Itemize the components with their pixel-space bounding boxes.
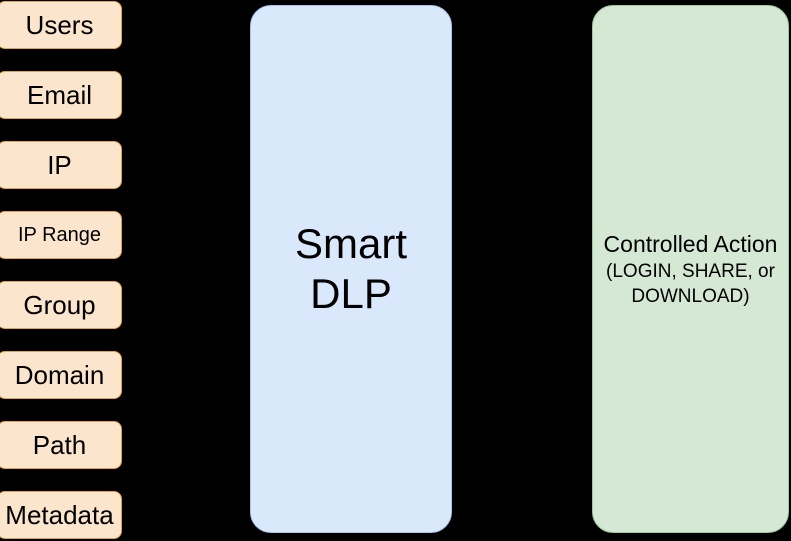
- controlled-action-subtitle-line1: (LOGIN, SHARE, or: [606, 261, 775, 283]
- controlled-action-text-group: Controlled Action (LOGIN, SHARE, or DOWN…: [593, 230, 788, 309]
- attribute-box-metadata[interactable]: Metadata: [0, 491, 122, 539]
- attribute-label: Email: [26, 80, 92, 110]
- attribute-box-path[interactable]: Path: [0, 421, 122, 469]
- smart-dlp-title-line1: Smart: [294, 220, 407, 268]
- smart-dlp-panel[interactable]: Smart DLP: [250, 5, 452, 533]
- attribute-label: Users: [25, 10, 94, 40]
- attribute-label: Domain: [14, 360, 105, 390]
- attribute-label: Metadata: [5, 500, 114, 530]
- attribute-box-ip[interactable]: IP: [0, 141, 122, 189]
- attribute-box-ip-range[interactable]: IP Range: [0, 211, 122, 259]
- attribute-label: Group: [23, 290, 96, 320]
- smart-dlp-title-line2: DLP: [310, 270, 392, 317]
- attribute-box-email[interactable]: Email: [0, 71, 122, 119]
- attribute-label: Path: [32, 430, 87, 460]
- smart-dlp-title: Smart DLP: [295, 219, 407, 318]
- attribute-label: IP Range: [17, 224, 102, 246]
- attribute-box-domain[interactable]: Domain: [0, 351, 122, 399]
- attribute-label: IP: [47, 150, 72, 180]
- attribute-box-group[interactable]: Group: [0, 281, 122, 329]
- controlled-action-subtitle-line2: DOWNLOAD): [631, 286, 750, 308]
- controlled-action-panel[interactable]: Controlled Action (LOGIN, SHARE, or DOWN…: [592, 5, 789, 533]
- attribute-box-users[interactable]: Users: [0, 1, 122, 49]
- controlled-action-title: Controlled Action: [603, 230, 778, 257]
